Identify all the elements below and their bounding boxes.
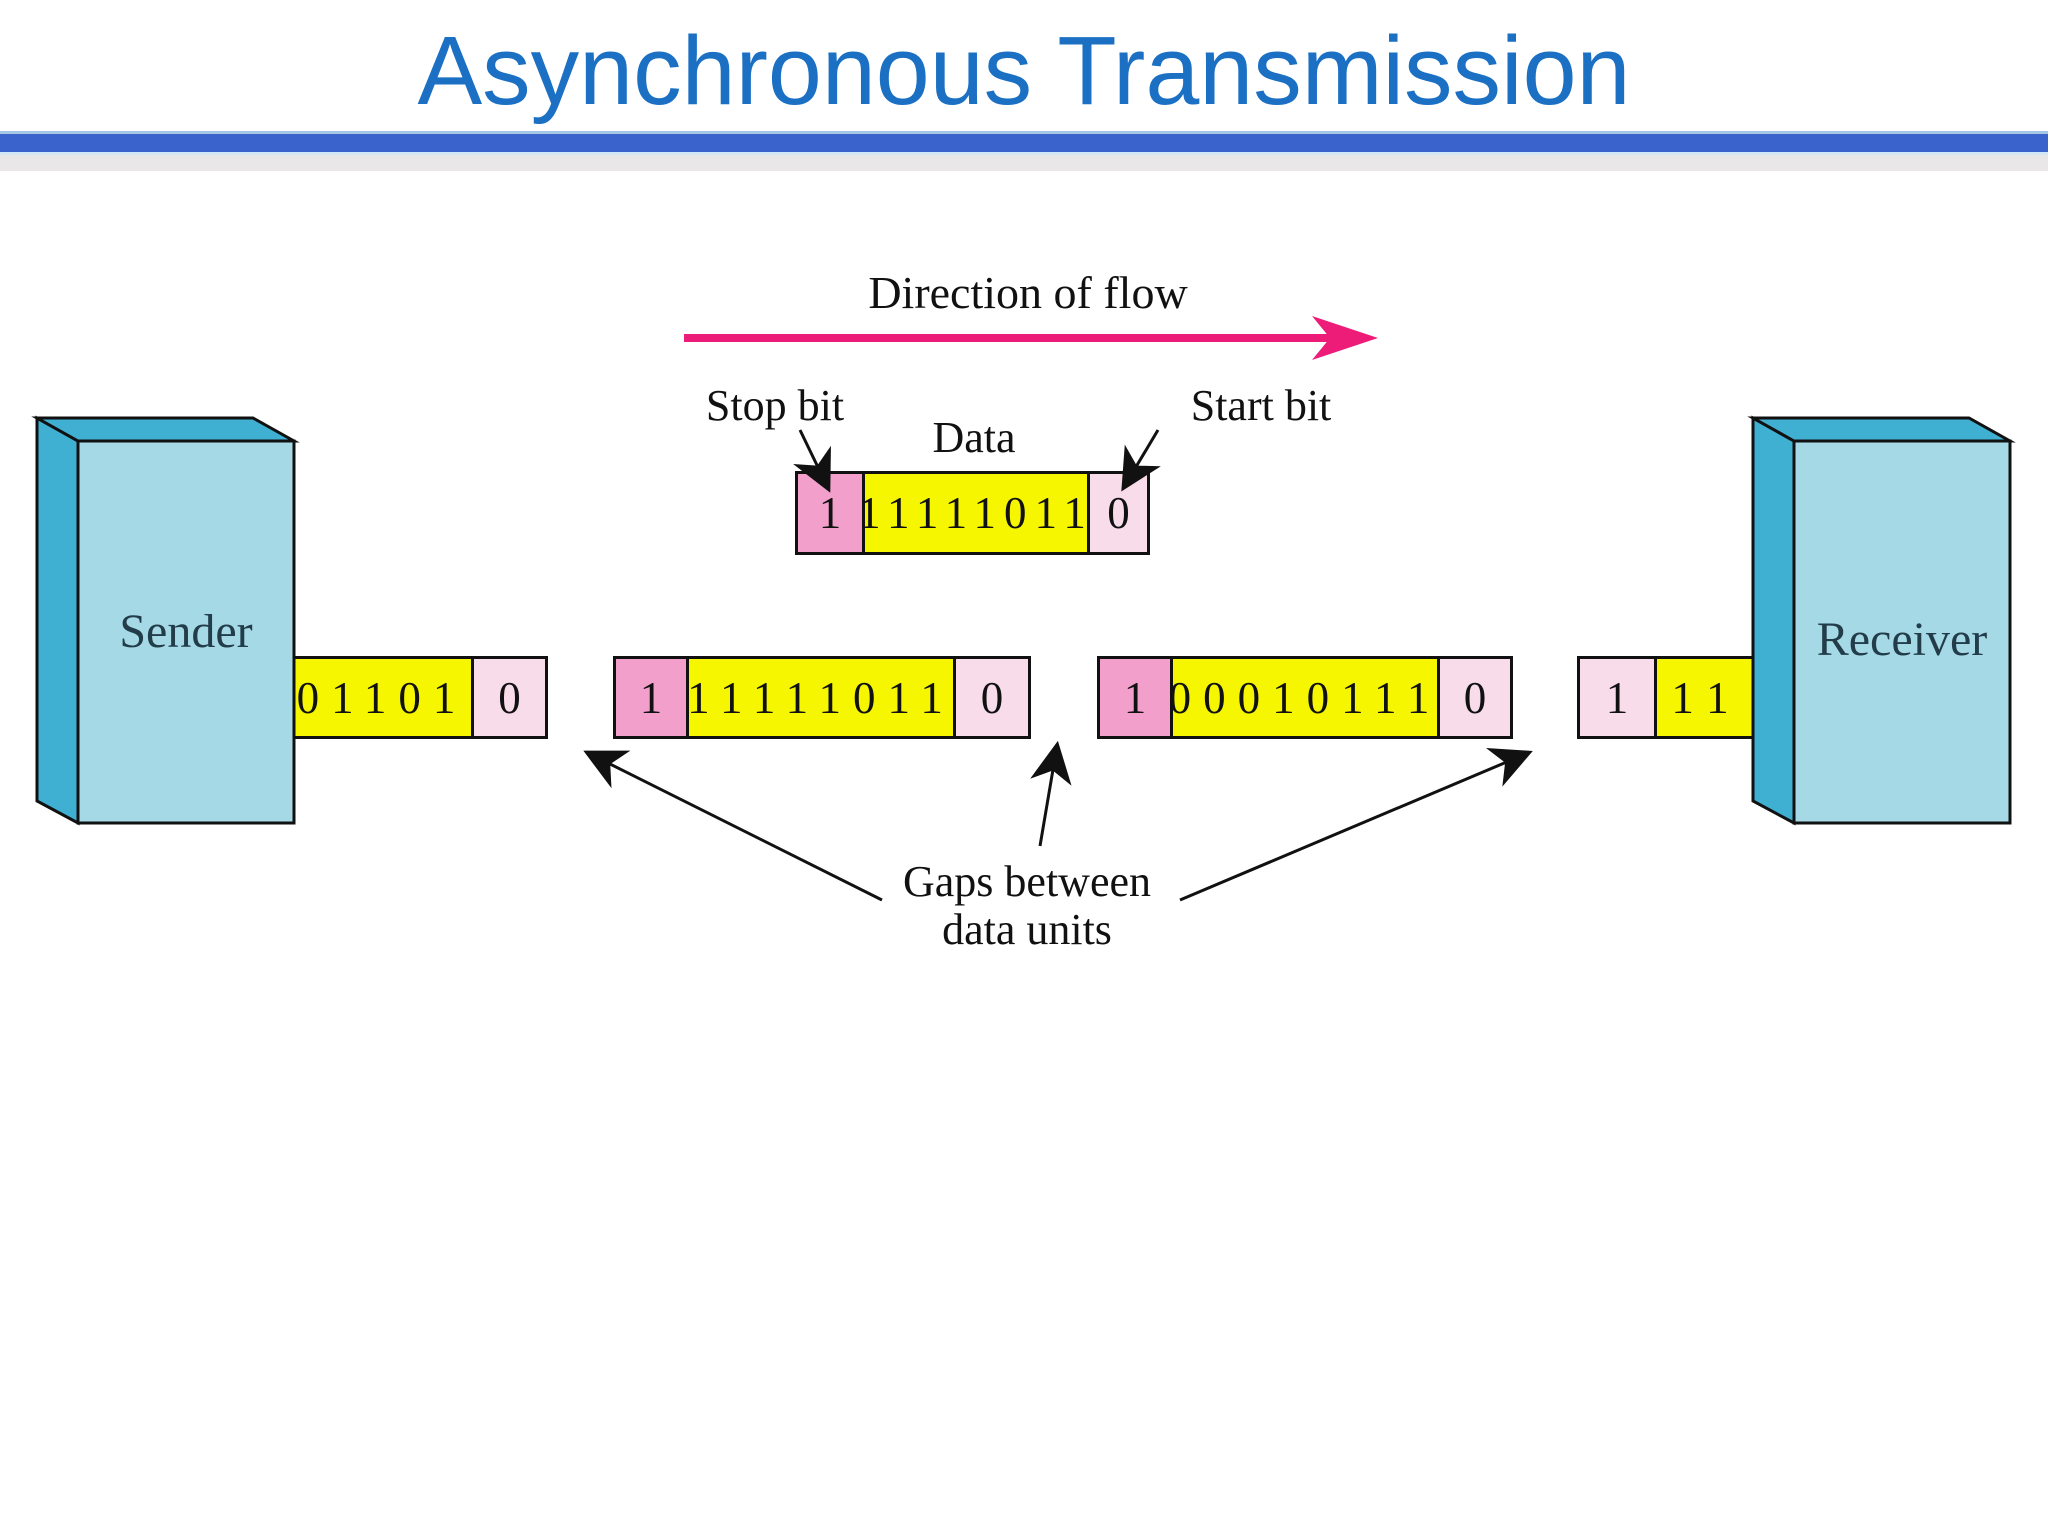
divider-bar xyxy=(0,134,2048,152)
sender-box xyxy=(31,415,300,826)
receiver-box xyxy=(1747,415,2016,826)
sender-box-front-face xyxy=(76,439,296,825)
direction-of-flow-label: Direction of flow xyxy=(868,267,1188,318)
gap-arrow-left xyxy=(583,750,883,902)
receiver-box-front-face xyxy=(1792,439,2012,825)
flow-arrow xyxy=(684,316,1378,360)
stop-bit-label: Stop bit xyxy=(705,381,845,430)
divider-lowlight xyxy=(0,152,2048,155)
frame-left-start-bit-cell: 0 xyxy=(953,656,1031,739)
start-bit-label: Start bit xyxy=(1190,381,1332,430)
divider-shadow xyxy=(0,155,2048,171)
frame-right-data-cell: 00010111 xyxy=(1169,656,1440,739)
gap-arrow-right xyxy=(1179,747,1533,902)
sender-label: Sender xyxy=(119,605,253,658)
sender-box-top-face xyxy=(31,416,300,443)
sender-unit-start-bit-cell: 0 xyxy=(471,656,548,739)
gaps-label-line1: Gaps between xyxy=(902,857,1151,906)
receiver-unit-stop-bit-cell: 1 xyxy=(1577,656,1657,739)
data-label: Data xyxy=(932,413,1016,462)
example-frame-start-bit-cell: 0 xyxy=(1087,471,1150,555)
frame-left-data-cell: 11111011 xyxy=(686,656,956,739)
page-title: Asynchronous Transmission xyxy=(417,16,1631,125)
gaps-label-line2: data units xyxy=(942,904,1112,954)
gaps-label: Gaps between data units xyxy=(827,858,1227,953)
divider-highlight xyxy=(0,131,2048,134)
receiver-box-top-face xyxy=(1747,416,2016,443)
frame-right-stop-bit-cell: 1 xyxy=(1097,656,1173,739)
receiver-label: Receiver xyxy=(1816,613,1988,666)
gap-arrow-middle xyxy=(1030,740,1072,847)
example-frame-data-cell: 11111011 xyxy=(858,471,1090,555)
receiver-unit-data-cell: 11 xyxy=(1654,656,1760,739)
frame-left-stop-bit-cell: 1 xyxy=(613,656,689,739)
frame-right-start-bit-cell: 0 xyxy=(1437,656,1513,739)
start-bit-arrow xyxy=(1121,429,1161,492)
stop-bit-arrow xyxy=(793,429,831,493)
